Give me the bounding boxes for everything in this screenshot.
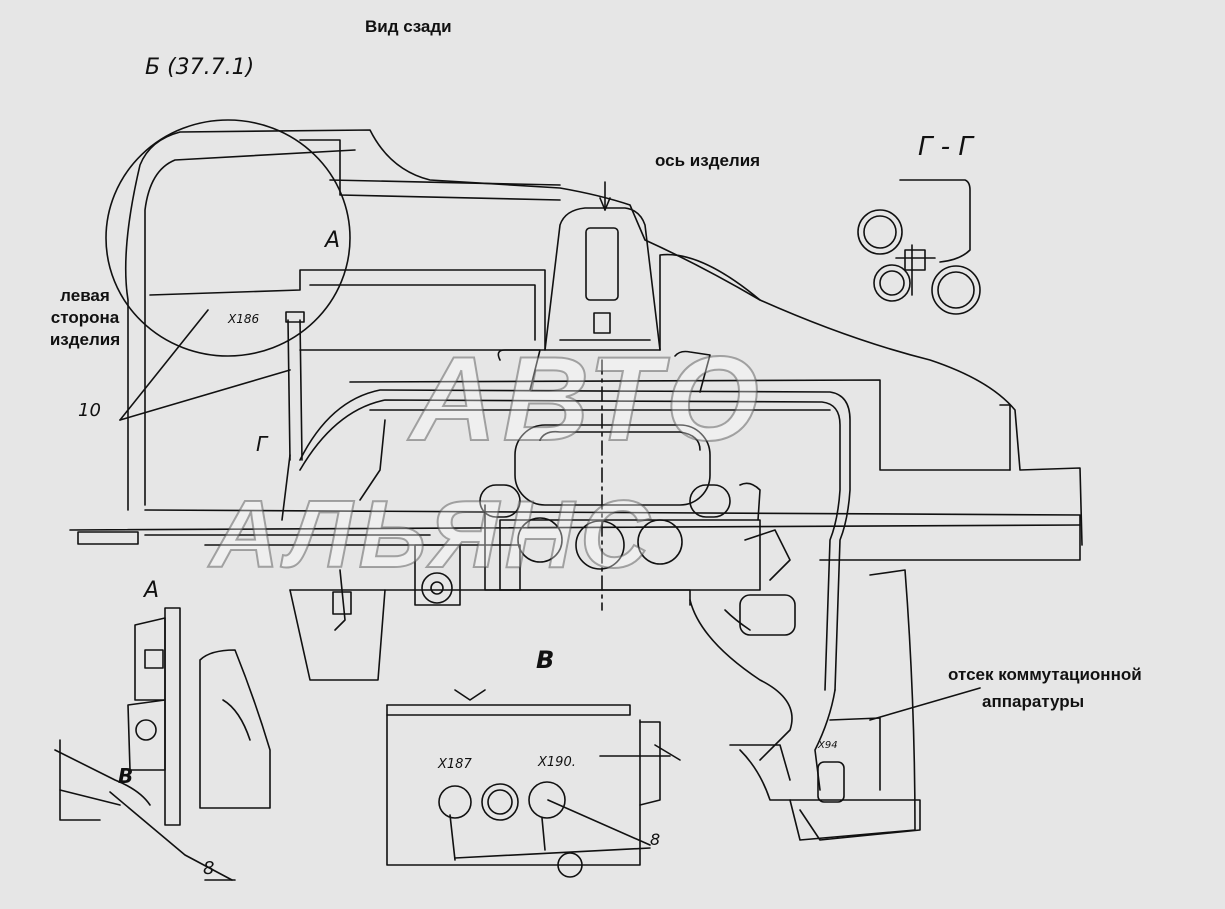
compartment-label-line-1: отсек коммутационной <box>948 665 1142 684</box>
left-side-line-3: изделия <box>49 330 121 349</box>
view-a-label: А <box>144 578 160 603</box>
detail-circle-b <box>105 119 351 357</box>
connector-x190-label: X190. <box>538 755 576 770</box>
center-console <box>544 207 661 351</box>
detail-view-a <box>54 607 271 826</box>
callout-8-left: 8 <box>203 858 215 879</box>
view-v-label: В <box>536 646 555 674</box>
watermark-line2: АЛЬЯНС <box>209 480 656 589</box>
callout-10: 10 <box>78 400 101 421</box>
detail-view-v <box>386 689 681 878</box>
view-title: Вид сзади <box>365 17 452 36</box>
cabin-outline <box>124 129 1083 546</box>
section-g-marker: Г <box>256 432 268 456</box>
watermark-line1: АВТО <box>409 331 765 467</box>
pipe-run <box>299 389 851 691</box>
engine-block <box>514 424 711 506</box>
connector-x94-label: X94 <box>818 740 838 751</box>
view-a-marker: А <box>325 228 341 253</box>
section-g-g <box>857 179 981 315</box>
left-side-label: левая сторона изделия <box>30 285 140 351</box>
view-v-marker: В <box>118 764 134 788</box>
connector-x186-label: X186 <box>228 312 260 326</box>
left-side-line-2: сторона <box>50 308 120 327</box>
axis-label: ось изделия <box>655 151 761 170</box>
section-g-g-label: Г - Г <box>918 132 973 162</box>
frame-rail <box>69 524 1081 531</box>
compartment-label-line-2: аппаратуры <box>982 692 1085 711</box>
callout-8-mid: 8 <box>650 830 661 849</box>
lower-left-bay <box>289 589 386 681</box>
connector-x187-label: X187 <box>438 757 472 772</box>
detail-b-label: Б (37.7.1) <box>145 55 255 80</box>
left-side-line-1: левая <box>60 286 110 305</box>
